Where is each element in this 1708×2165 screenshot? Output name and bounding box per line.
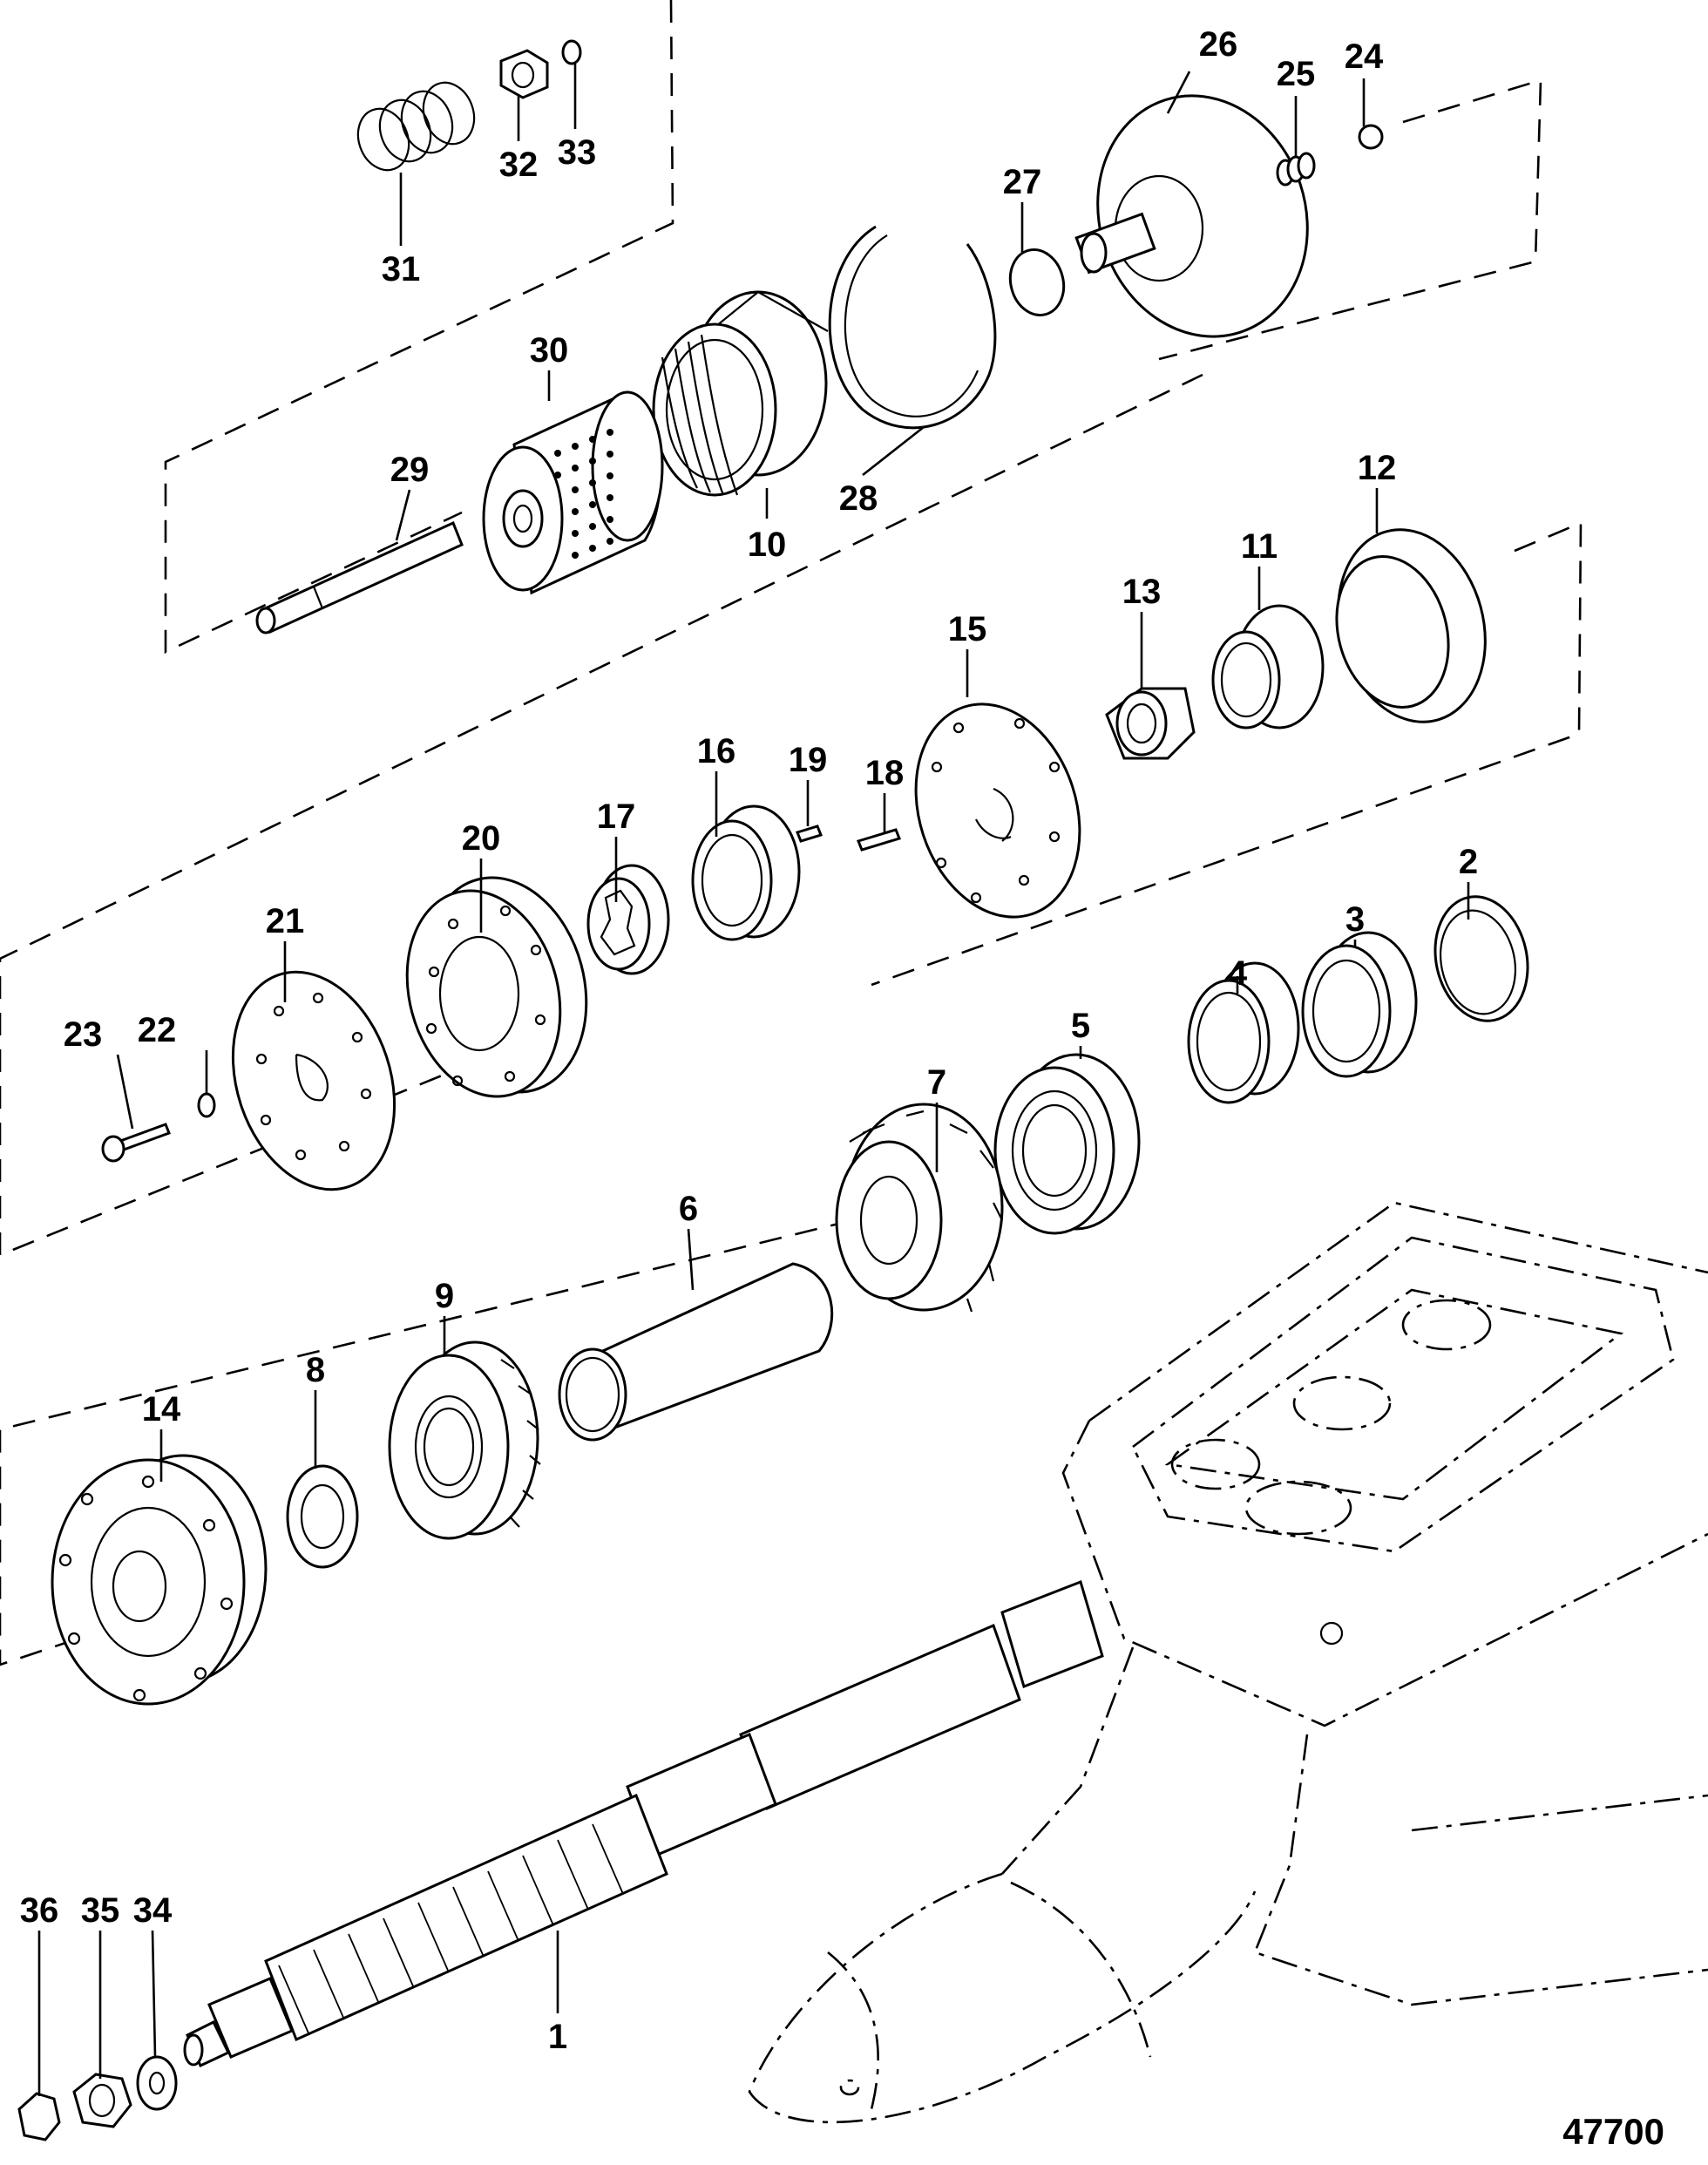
part-10-knurled-sleeve xyxy=(652,290,829,497)
callout-2: 2 xyxy=(1459,843,1478,881)
shaft-splines xyxy=(278,1823,624,2036)
callout-34: 34 xyxy=(133,1891,173,1930)
callout-17: 17 xyxy=(597,797,636,836)
part-31-springs xyxy=(356,81,476,172)
callout-25: 25 xyxy=(1277,55,1316,93)
part-11-cup xyxy=(1211,604,1325,730)
callout-16: 16 xyxy=(697,732,736,770)
part-6-tube xyxy=(558,1262,834,1442)
part-14-housing xyxy=(51,1454,268,1706)
gear-housing-outline xyxy=(748,1201,1708,2124)
callout-4: 4 xyxy=(1228,954,1248,993)
part-15-plate xyxy=(914,702,1081,919)
part-27-o-ring xyxy=(1008,248,1066,317)
callout-26: 26 xyxy=(1199,25,1238,64)
part-7-bevel-gear xyxy=(835,1103,1004,1313)
callout-36: 36 xyxy=(20,1891,59,1930)
part-24-ball xyxy=(1358,124,1384,150)
part-9-gear xyxy=(388,1340,541,1540)
callout-19: 19 xyxy=(789,741,828,779)
part-13-nut xyxy=(1105,687,1196,760)
callout-14: 14 xyxy=(142,1390,181,1429)
part-20-ring-plate xyxy=(405,876,588,1098)
callout-9: 9 xyxy=(435,1277,454,1315)
callout-5: 5 xyxy=(1071,1007,1090,1045)
boundary-top xyxy=(164,0,1542,655)
part-19-pin xyxy=(796,825,823,843)
group-boundaries xyxy=(0,0,1583,1666)
filter-perforations xyxy=(554,429,613,559)
callout-32: 32 xyxy=(499,146,539,184)
callout-30: 30 xyxy=(530,331,569,370)
callout-labels: 1 2 3 4 5 6 7 8 9 10 11 12 13 14 15 16 1… xyxy=(20,25,1478,2056)
callout-28: 28 xyxy=(839,479,878,518)
part-12-ring xyxy=(1335,528,1487,723)
callout-33: 33 xyxy=(558,133,597,172)
part-30-filter xyxy=(482,390,664,595)
part-32-nut xyxy=(499,49,549,99)
callout-27: 27 xyxy=(1003,163,1042,201)
callout-8: 8 xyxy=(306,1351,325,1389)
callout-11: 11 xyxy=(1241,527,1278,566)
callout-3: 3 xyxy=(1345,900,1365,939)
callout-12: 12 xyxy=(1358,449,1397,487)
callout-21: 21 xyxy=(266,902,305,940)
callout-31: 31 xyxy=(382,250,421,288)
part-4-sleeve xyxy=(1187,961,1300,1104)
part-22-washer xyxy=(197,1092,216,1118)
callout-13: 13 xyxy=(1122,573,1162,611)
part-35-nut xyxy=(72,2073,132,2128)
part-1-drive-shaft xyxy=(183,1580,1104,2068)
part-2-seal xyxy=(1434,895,1529,1022)
part-34-washer xyxy=(136,2055,178,2111)
callout-20: 20 xyxy=(462,819,501,858)
leader-lines xyxy=(37,64,1470,2096)
part-26-cover xyxy=(1074,94,1309,338)
part-21-plate xyxy=(231,970,396,1191)
part-8-washer xyxy=(286,1464,359,1569)
callout-29: 29 xyxy=(390,451,430,489)
part-17-rotor xyxy=(586,864,670,975)
callout-1: 1 xyxy=(548,2018,567,2056)
callout-7: 7 xyxy=(927,1063,946,1102)
part-23-screw xyxy=(101,1123,171,1163)
figure-number: 47700 xyxy=(1562,2111,1664,2152)
part-28-retaining-ring xyxy=(828,225,997,430)
part-5-bearing xyxy=(993,1053,1141,1235)
callout-23: 23 xyxy=(64,1015,103,1054)
callout-10: 10 xyxy=(748,526,787,564)
callout-15: 15 xyxy=(948,610,987,648)
part-29-shaft xyxy=(255,520,464,635)
part-36-nut xyxy=(17,2092,61,2141)
part-3-seal xyxy=(1301,931,1418,1078)
callout-22: 22 xyxy=(138,1011,177,1049)
callout-6: 6 xyxy=(679,1190,698,1228)
callout-24: 24 xyxy=(1345,37,1384,76)
boundary-middle xyxy=(0,373,1583,1257)
part-25-spring xyxy=(1276,152,1316,187)
part-18-pin xyxy=(856,828,902,852)
callout-18: 18 xyxy=(865,754,905,792)
part-33-o-ring xyxy=(561,39,582,65)
part-16-sleeve xyxy=(691,804,801,941)
callout-35: 35 xyxy=(81,1891,120,1930)
